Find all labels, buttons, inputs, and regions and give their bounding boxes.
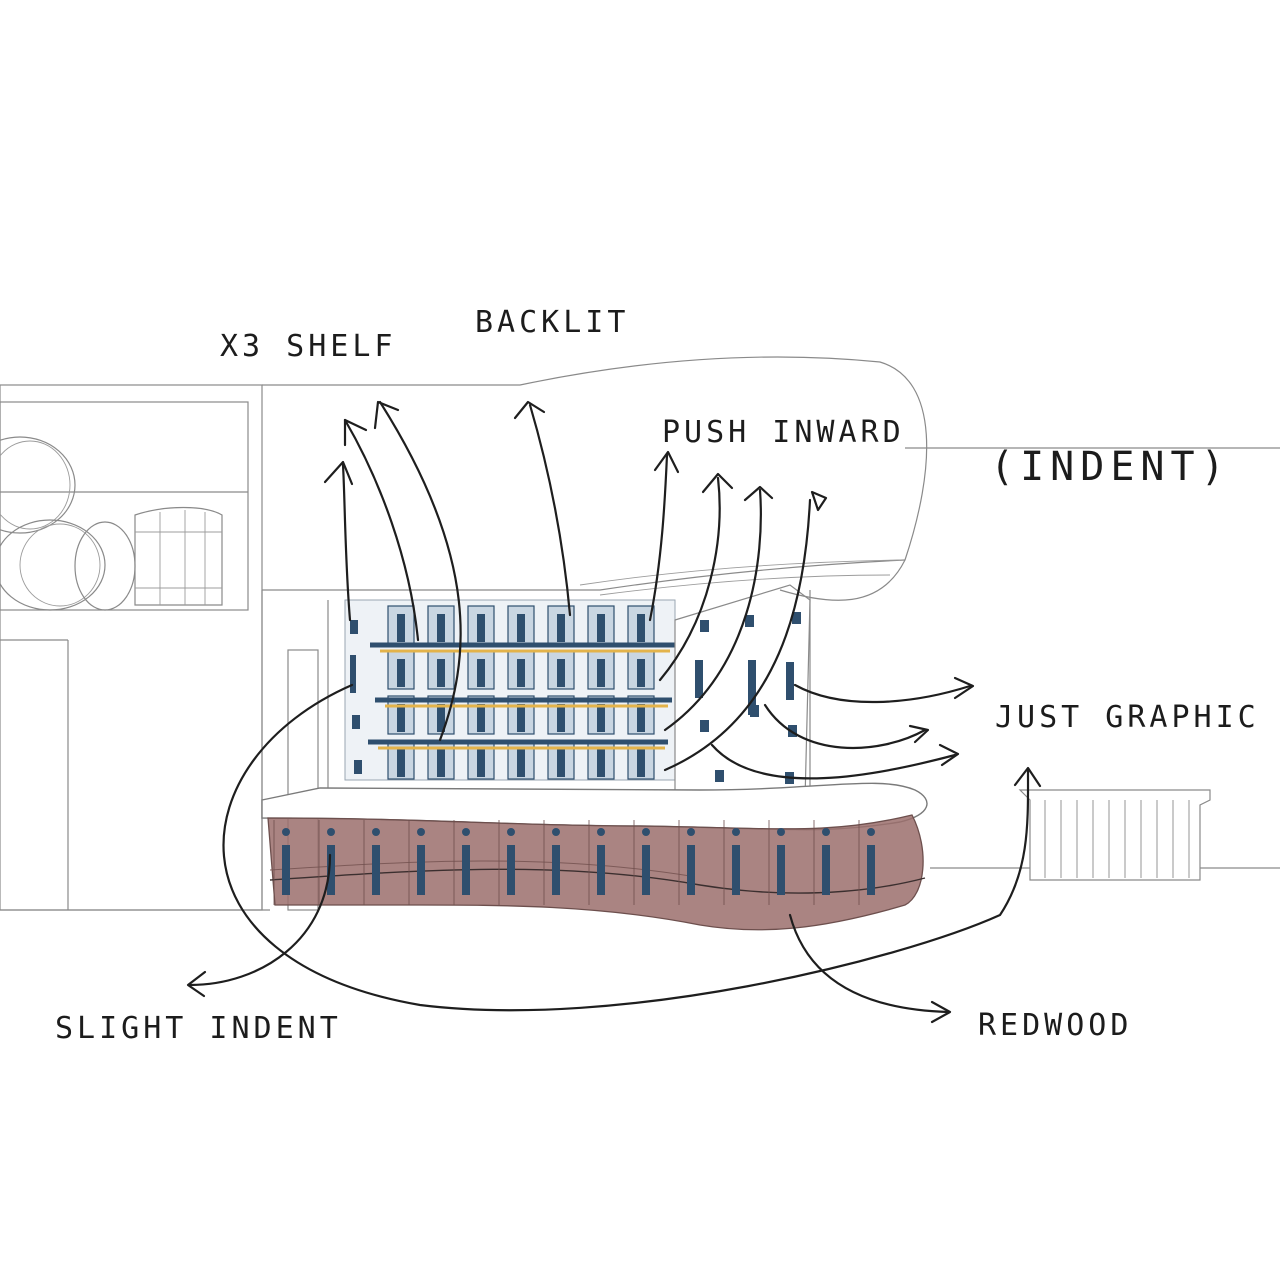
panel-slot [777,845,785,895]
bottle-label [517,659,525,687]
panel-slot [462,845,470,895]
counter-panels [273,820,875,905]
bottle-label [437,704,445,732]
backlit-bottle-wall [344,584,811,807]
bottle-label [557,659,565,687]
panel-slot [597,845,605,895]
bottle-label [437,749,445,777]
bottle-label [517,614,525,642]
round-bar-slats [1044,800,1190,878]
bottle-label [637,659,645,687]
bottle-label [477,614,485,642]
bottle-label [437,614,445,642]
bottle-label [637,704,645,732]
bottle-label [557,749,565,777]
bottle-label [397,659,405,687]
graphic-dot [700,720,709,732]
annotation-arrows [186,400,1042,1024]
panel-dot [732,828,740,836]
panel-slot [822,845,830,895]
label-indent: (INDENT) [990,444,1231,490]
bottle-label [437,659,445,687]
panel-slot [372,845,380,895]
panel-slot [327,845,335,895]
label-backlit: BACKLIT [475,305,629,340]
label-redwood: REDWOOD [978,1008,1132,1043]
panel-dot [507,828,515,836]
bottle-label [597,659,605,687]
panel-slot [507,845,515,895]
panel-slot [642,845,650,895]
panel-slot [687,845,695,895]
bottle-label [397,749,405,777]
label-x3-shelf: X3 SHELF [220,329,397,364]
bottle-label [637,614,645,642]
panel-dot [777,828,785,836]
bottle-label [597,614,605,642]
bottle-label [637,749,645,777]
bottle-label [557,704,565,732]
panel-dot [597,828,605,836]
graphic-slot [695,660,703,698]
panel-dot [867,828,875,836]
redwood-bar-counter [261,782,1211,931]
panel-dot [687,828,695,836]
bottle-label [477,704,485,732]
bottle-label [397,704,405,732]
bottle-label [477,749,485,777]
panel-dot [642,828,650,836]
panel-dot [282,828,290,836]
panel-slot [552,845,560,895]
graphic-dot [792,612,801,624]
panel-slot [417,845,425,895]
label-push-inward: PUSH INWARD [662,415,905,450]
graphic-slot [748,660,756,715]
bottle-label [517,704,525,732]
bottle-label [597,749,605,777]
panel-slot [282,845,290,895]
graphic-dot [745,615,754,627]
panel-dot [372,828,380,836]
graphic-slot [786,662,794,700]
graphic-dot [700,620,709,632]
bottle-label [477,659,485,687]
label-slight-indent: SLIGHT INDENT [55,1011,342,1046]
bottle-label [517,749,525,777]
panel-dot [417,828,425,836]
annotation-labels: X3 SHELF BACKLIT PUSH INWARD (INDENT) JU… [55,305,1260,1046]
bottle-label [557,614,565,642]
panel-dot [822,828,830,836]
panel-slot [732,845,740,895]
panel-slot [867,845,875,895]
panel-dot [327,828,335,836]
panel-dot [552,828,560,836]
graphic-dot [715,770,724,782]
bottle-label [397,614,405,642]
panel-dot [462,828,470,836]
bottle-label [597,704,605,732]
barrels [0,436,223,611]
label-just-graphic: JUST GRAPHIC [995,700,1260,735]
